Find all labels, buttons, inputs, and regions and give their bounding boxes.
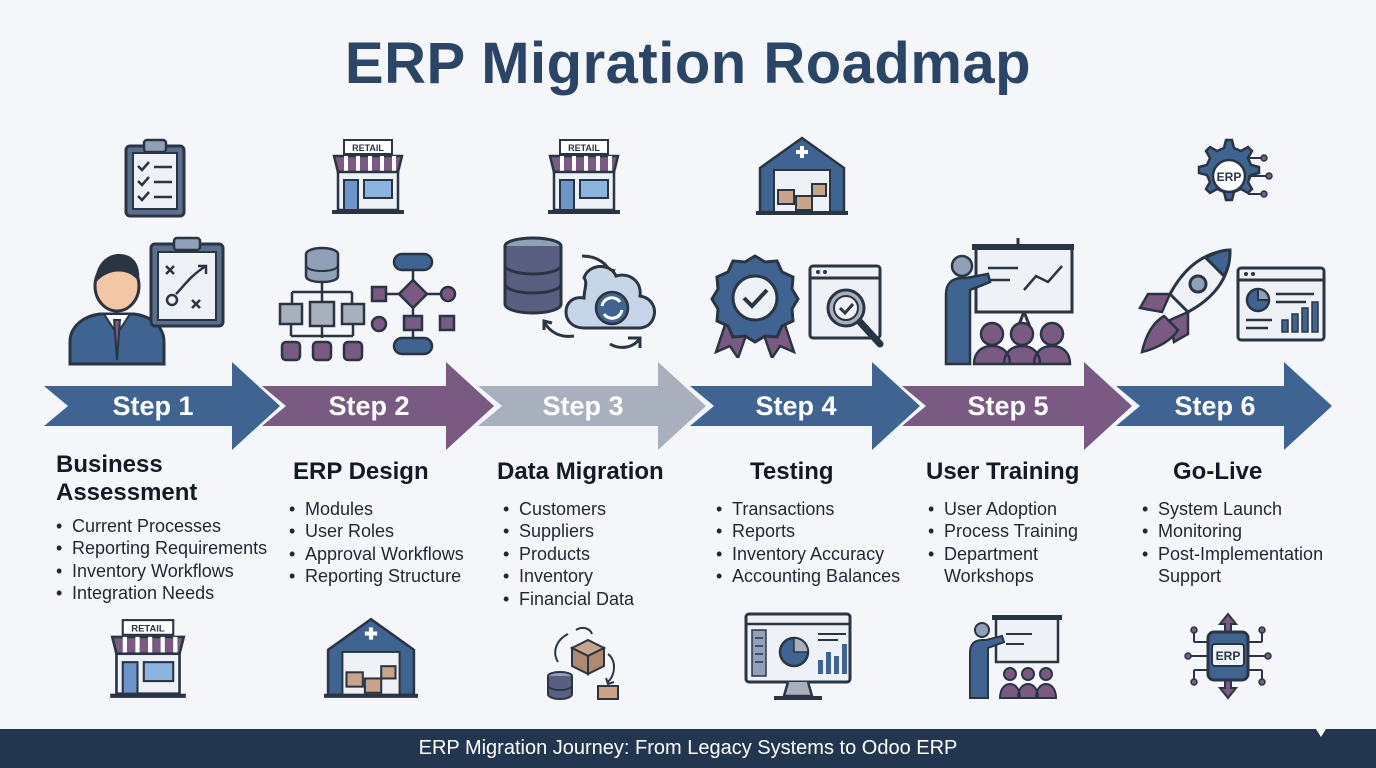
clipboard-checklist-icon [122, 138, 188, 218]
workflow-flowchart-icon [370, 252, 458, 358]
retail-store-icon: RETAIL [330, 138, 406, 216]
step-1-items: Current Processes Reporting Requirements… [56, 515, 267, 605]
data-transfer-icon [546, 626, 626, 700]
trainer-audience-icon [966, 612, 1062, 700]
list-item: Inventory Accuracy [716, 543, 900, 566]
list-item: Process Training [928, 520, 1088, 543]
step-5-arrow: Step 5 [902, 362, 1132, 450]
list-item: User Roles [289, 520, 464, 543]
inspection-window-icon [808, 264, 888, 354]
strategy-board-icon [148, 236, 226, 328]
svg-text:ERP: ERP [1217, 170, 1242, 184]
step-2-arrow: Step 2 [262, 362, 494, 450]
erp-chip-icon: ERP [1182, 612, 1274, 700]
list-item: Accounting Balances [716, 565, 900, 588]
step-3-title: Data Migration [497, 458, 664, 485]
erp-gear-icon: ERP [1186, 136, 1276, 216]
retail-store-icon: RETAIL [546, 138, 622, 216]
warehouse-icon [756, 134, 848, 216]
list-item: Modules [289, 498, 464, 521]
step-6-arrow: Step 6 [1116, 362, 1332, 450]
list-item: Products [503, 543, 634, 566]
trainer-presentation-icon [938, 238, 1074, 366]
svg-text:RETAIL: RETAIL [352, 143, 384, 153]
step-4-arrow: Step 4 [690, 362, 920, 450]
page-title: ERP Migration Roadmap [344, 31, 1032, 96]
list-item: Inventory [503, 565, 634, 588]
database-hierarchy-icon [278, 244, 366, 364]
rocket-icon [1132, 246, 1236, 358]
cloud-sync-icon [540, 248, 668, 360]
step-3-label: Step 3 [542, 391, 624, 421]
list-item: Integration Needs [56, 582, 267, 605]
list-item: Inventory Workflows [56, 560, 267, 583]
step-5-label: Step 5 [967, 391, 1049, 421]
step-1-arrow: Step 1 [44, 362, 280, 450]
list-item: Suppliers [503, 520, 634, 543]
step-5-items: User Adoption Process Training Departmen… [928, 498, 1088, 588]
retail-store-icon: RETAIL [108, 618, 188, 700]
list-item: Department Workshops [928, 543, 1054, 588]
database-icon [502, 236, 564, 316]
step-2-label: Step 2 [328, 391, 410, 421]
list-item: Financial Data [503, 588, 634, 611]
footer-caption: ERP Migration Journey: From Legacy Syste… [418, 737, 958, 759]
business-analyst-icon [62, 248, 172, 366]
step-4-items: Transactions Reports Inventory Accuracy … [716, 498, 900, 588]
step-1-title: Business Assessment [56, 451, 198, 506]
list-item: System Launch [1142, 498, 1342, 521]
footer-bar: ERP Migration Journey: From Legacy Syste… [0, 729, 1376, 768]
step-6-title: Go-Live [1173, 458, 1263, 485]
list-item: Monitoring [1142, 520, 1342, 543]
svg-text:ERP: ERP [1216, 649, 1241, 663]
step-6-label: Step 6 [1174, 391, 1256, 421]
list-item: Transactions [716, 498, 900, 521]
svg-text:RETAIL: RETAIL [131, 624, 165, 635]
list-item: User Adoption [928, 498, 1088, 521]
analytics-dashboard-icon [1236, 266, 1326, 342]
step-1-label: Step 1 [112, 391, 194, 421]
step-2-items: Modules User Roles Approval Workflows Re… [289, 498, 464, 588]
svg-text:RETAIL: RETAIL [568, 143, 600, 153]
list-item: Reports [716, 520, 900, 543]
list-item: Approval Workflows [289, 543, 464, 566]
dashboard-monitor-icon [744, 612, 852, 702]
step-2-title: ERP Design [293, 458, 429, 485]
list-item: Customers [503, 498, 634, 521]
step-5-title: User Training [926, 458, 1080, 485]
step-6-items: System Launch Monitoring Post-Implementa… [1142, 498, 1342, 588]
warehouse-icon [324, 614, 418, 700]
step-3-items: Customers Suppliers Products Inventory F… [503, 498, 634, 610]
list-item: Reporting Structure [289, 565, 464, 588]
quality-badge-icon [706, 254, 804, 358]
step-3-arrow: Step 3 [478, 362, 706, 450]
step-4-title: Testing [750, 458, 834, 485]
list-item: Post-Implementation Support [1142, 543, 1333, 588]
list-item: Reporting Requirements [56, 537, 267, 560]
list-item: Current Processes [56, 515, 267, 538]
step-4-label: Step 4 [755, 391, 837, 421]
corner-marker-icon [1316, 729, 1326, 737]
